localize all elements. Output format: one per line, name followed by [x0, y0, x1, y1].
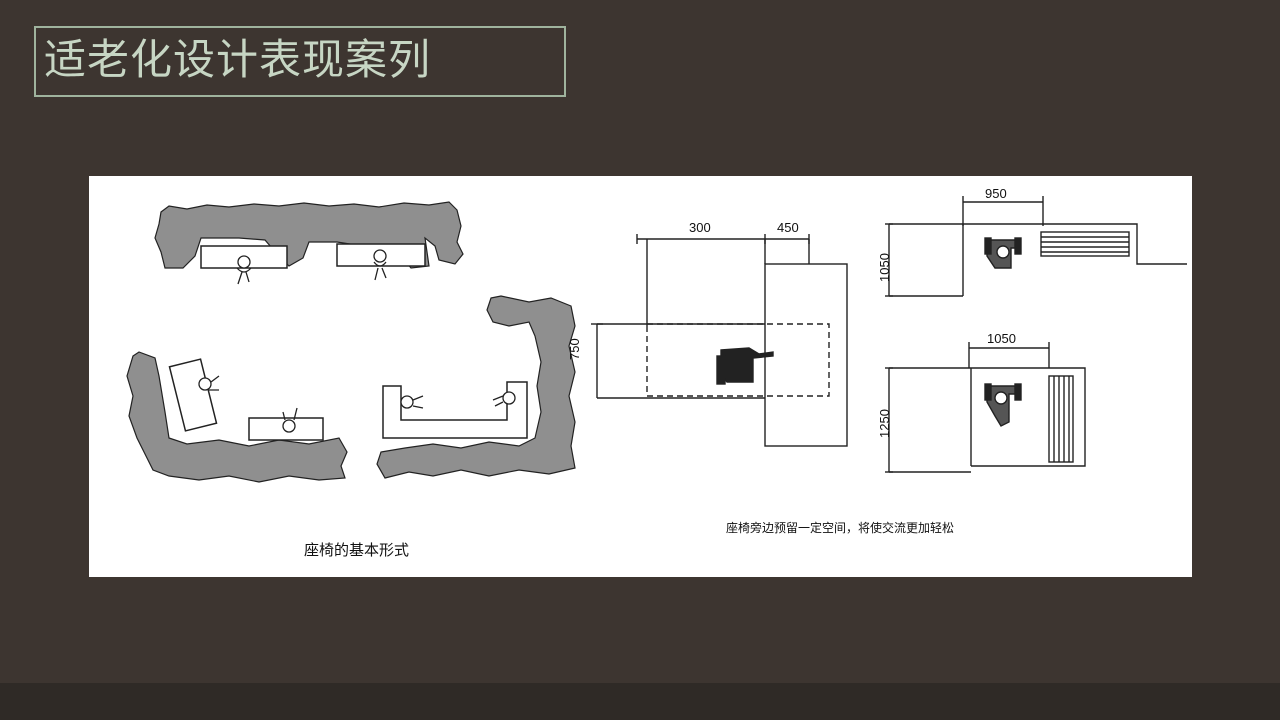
person-figure: [236, 249, 387, 285]
bench-left-angled: [168, 358, 218, 432]
dimension-label-750: 750: [567, 338, 582, 360]
seating-diagram: [126, 196, 1187, 483]
dimension-label-1050-side: 1050: [877, 253, 892, 282]
seating-diagram-figure: 300 450 750 950 1050 1050 1250 座椅的基本形式 座…: [89, 176, 1192, 577]
dimension-label-950: 950: [985, 186, 1007, 201]
hedge-planter-top: [154, 201, 464, 269]
left-caption: 座椅的基本形式: [304, 541, 410, 559]
footer-band: [0, 683, 1280, 720]
wheelchair-clearance-plan: [591, 234, 848, 447]
person-figure: [198, 375, 298, 433]
hedge-planter-left: [126, 351, 348, 483]
dimension-label-1050-top: 1050: [987, 331, 1016, 346]
dimension-label-300: 300: [689, 220, 711, 235]
title-box: 适老化设计表现案列: [34, 26, 566, 97]
hedge-planter-right: [376, 295, 576, 479]
wheelchair-beside-bench-plan-1: [885, 196, 1187, 297]
wheelchair-beside-bench-plan-2: [885, 342, 1086, 473]
person-figure: [400, 391, 516, 409]
dimension-label-1250: 1250: [877, 409, 892, 438]
bench-right-u: [382, 381, 528, 439]
slide-title: 适老化设计表现案列: [44, 35, 432, 84]
right-caption: 座椅旁边预留一定空间，将使交流更加轻松: [726, 521, 955, 535]
dimension-label-450: 450: [777, 220, 799, 235]
